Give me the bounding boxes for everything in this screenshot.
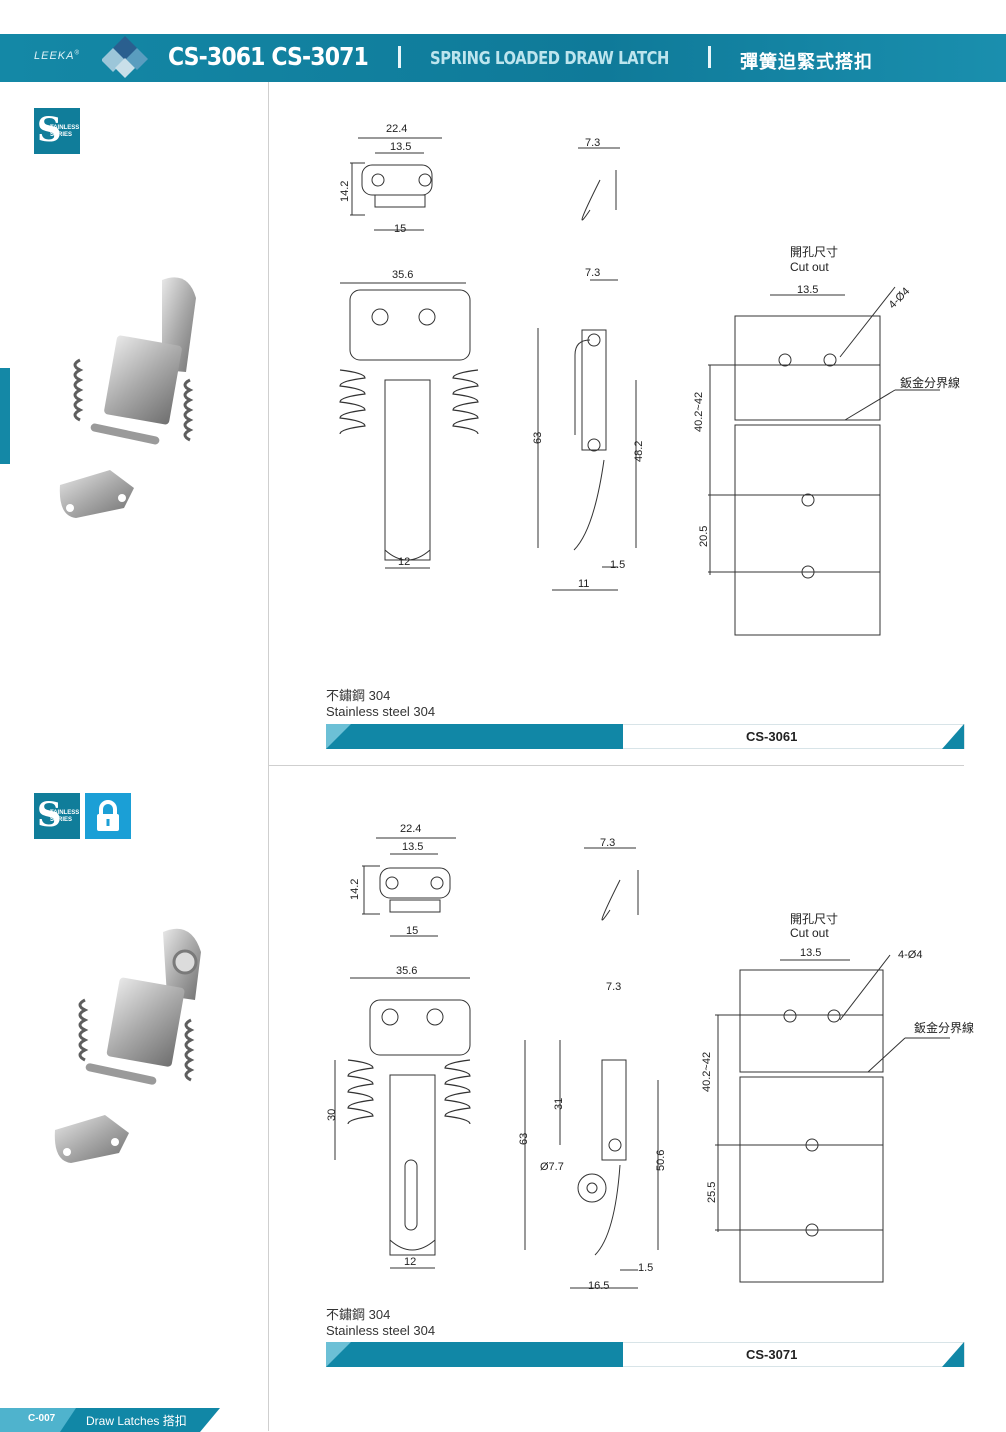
dim-12: 12	[398, 556, 410, 568]
material-info: 不鏽鋼 304 Stainless steel 304	[326, 688, 435, 720]
latch-photo-cs3071	[54, 928, 201, 1163]
lockable-badge	[85, 793, 131, 839]
dim-1-5: 1.5	[610, 559, 625, 571]
dim-7-3: 7.3	[600, 837, 615, 849]
model-code-bar: CS-3071	[326, 1342, 965, 1367]
page-subtitle-zh: 彈簧迫緊式搭扣	[740, 52, 873, 72]
dim-63: 63	[532, 432, 544, 444]
dim-d7-7: Ø7.7	[540, 1161, 564, 1173]
brand-logo: LEEKA®	[34, 50, 80, 62]
dim-22-4: 22.4	[400, 823, 421, 835]
badge-line1: TAINLESS	[50, 125, 80, 131]
bar-white	[623, 1342, 965, 1367]
dim-12: 12	[404, 1256, 416, 1268]
page-code: C-007	[28, 1413, 56, 1424]
section-divider	[269, 765, 964, 766]
material-en: Stainless steel 304	[326, 1323, 436, 1338]
dim-35-6: 35.6	[392, 269, 413, 281]
dim-48-2: 48.2	[633, 441, 645, 462]
technical-drawing-cs3071: 22.4 13.5 14.2 15 7.3 35.6 30 12 7.3 63 …	[326, 823, 974, 1292]
dim-13-5: 13.5	[390, 141, 411, 153]
page-subtitle-en: SPRING LOADED DRAW LATCH	[430, 48, 669, 69]
padlock-icon	[97, 800, 119, 831]
latch-photo-cs3061	[59, 277, 196, 518]
dim-31: 31	[553, 1098, 565, 1110]
sheet-boundary-label: 鈑金分界線	[914, 1020, 974, 1035]
material-en: Stainless steel 304	[326, 704, 436, 719]
technical-drawing-cs3061: 22.4 13.5 14.2 15 7.3 35.6 7.3 63 48.2 1…	[339, 123, 960, 636]
sheet-boundary-label: 鈑金分界線	[900, 375, 960, 390]
header-bar	[0, 34, 1006, 82]
title-separator	[708, 46, 711, 68]
material-info: 不鏽鋼 304 Stainless steel 304	[326, 1307, 435, 1339]
dim-40-2-42: 40.2~42	[701, 1052, 713, 1092]
material-zh: 不鏽鋼 304	[326, 1307, 391, 1322]
dim-50-6: 50.6	[655, 1150, 667, 1171]
badge-letter: S	[37, 795, 62, 835]
brand-registered-mark: ®	[74, 50, 80, 57]
title-separator	[398, 46, 401, 68]
footer-tab	[0, 1408, 220, 1432]
model-code-bar: CS-3061	[326, 724, 965, 749]
badge-line2: SERIES	[50, 132, 73, 138]
dim-63: 63	[518, 1133, 530, 1145]
material-zh: 不鏽鋼 304	[326, 688, 391, 703]
dim-cut-13-5: 13.5	[800, 947, 821, 959]
dim-25-5: 25.5	[706, 1182, 718, 1203]
dim-15: 15	[406, 925, 418, 937]
dim-7-3: 7.3	[606, 981, 621, 993]
dim-14-2: 14.2	[339, 181, 351, 202]
bar-teal	[326, 724, 623, 749]
bar-teal	[326, 1342, 623, 1367]
model-code: CS-3071	[746, 1347, 798, 1362]
diamond-logo-icon	[102, 36, 148, 78]
dim-30: 30	[326, 1109, 338, 1121]
badge-line2: SERIES	[50, 817, 73, 823]
dim-1-5: 1.5	[638, 1262, 653, 1274]
bar-accent	[326, 724, 351, 749]
model-code: CS-3061	[746, 729, 798, 744]
section-label: Draw Latches 搭扣	[86, 1414, 187, 1428]
dim-14-2: 14.2	[349, 879, 361, 900]
hole-spec: 4-Ø4	[887, 285, 913, 311]
dim-11: 11	[578, 578, 589, 590]
dim-16-5: 16.5	[588, 1280, 609, 1292]
hole-spec: 4-Ø4	[898, 949, 922, 961]
column-divider	[268, 82, 269, 1431]
bar-corner	[942, 1342, 964, 1367]
cutout-label-en: Cut out	[790, 260, 829, 274]
dim-22-4: 22.4	[386, 123, 407, 135]
brand-name: LEEKA	[34, 50, 75, 62]
page-title: CS-3061 CS-3071	[168, 42, 369, 71]
dim-35-6: 35.6	[396, 965, 417, 977]
dim-15: 15	[394, 223, 406, 235]
cutout-label-zh: 開孔尺寸	[790, 245, 838, 259]
cutout-label-zh: 開孔尺寸	[790, 912, 838, 926]
cutout-label-en: Cut out	[790, 926, 829, 940]
dim-20-5: 20.5	[698, 526, 710, 547]
bar-corner	[942, 724, 964, 749]
side-tab	[0, 368, 10, 464]
dim-13-5: 13.5	[402, 841, 423, 853]
dim-40-2-42: 40.2~42	[693, 392, 705, 432]
bar-white	[623, 724, 965, 749]
badge-line1: TAINLESS	[50, 810, 80, 816]
bar-accent	[326, 1342, 351, 1367]
dim-cut-13-5: 13.5	[797, 284, 818, 296]
dim-7-3: 7.3	[585, 267, 600, 279]
dim-7-3: 7.3	[585, 137, 600, 149]
badge-letter: S	[37, 110, 62, 150]
